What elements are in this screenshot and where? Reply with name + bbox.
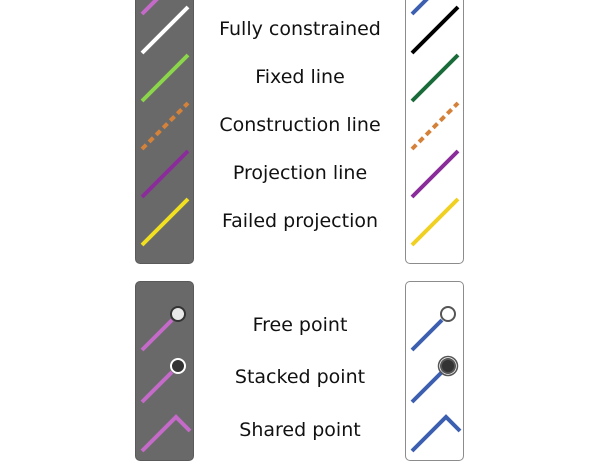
light-point-swatch-panel: [405, 281, 464, 461]
dark-swatch-projection-line: [140, 149, 190, 199]
dark-swatch-line-stacked-point: [140, 370, 174, 404]
light-swatch-line-stacked-point: [410, 370, 444, 404]
light-swatch-point-ring-stacked-point: [437, 355, 459, 377]
light-line-swatches: [410, 0, 460, 247]
dark-point-swatch-panel: [135, 281, 194, 461]
dark-line-swatches: [140, 0, 190, 247]
label-fixed-line: Fixed line: [255, 66, 345, 88]
label-stacked-point: Stacked point: [234, 366, 366, 388]
light-line-swatch-panel: [405, 0, 464, 264]
dark-swatch-shared-point: [140, 414, 192, 453]
dark-line-swatch-panel: [135, 0, 194, 264]
label-failed-projection: Failed projection: [221, 210, 379, 232]
label-shared-point: Shared point: [239, 419, 361, 441]
light-swatch-projection-line: [410, 149, 460, 199]
light-swatch-fully-constrained: [410, 5, 460, 55]
light-swatch-point-free-point: [440, 306, 456, 322]
label-fully-constrained: Fully constrained: [219, 18, 381, 40]
light-swatch-point-stacked-point: [440, 358, 456, 374]
light-swatch-shared-point: [410, 414, 462, 453]
label-construction-line: Construction line: [219, 114, 381, 136]
dark-swatch-point-stacked-point: [170, 358, 186, 374]
dark-swatch-fixed-line: [140, 53, 190, 103]
dark-swatch-line-free-point: [140, 318, 174, 352]
light-swatch-line-free-point: [410, 318, 444, 352]
light-swatch-construction-line: [410, 101, 460, 151]
light-swatch-failed-projection: [410, 197, 460, 247]
dark-point-swatches: [140, 306, 192, 453]
dark-swatch-fully-constrained: [140, 5, 190, 55]
dark-partial-line-swatch: [140, 0, 159, 16]
dark-swatch-point-free-point: [170, 306, 186, 322]
light-swatch-fixed-line: [410, 53, 460, 103]
dark-swatch-construction-line: [140, 101, 190, 151]
label-projection-line: Projection line: [232, 162, 368, 184]
label-free-point: Free point: [252, 314, 348, 336]
dark-swatch-failed-projection: [140, 197, 190, 247]
light-point-swatches: [410, 306, 462, 453]
light-partial-line-swatch: [410, 0, 429, 16]
